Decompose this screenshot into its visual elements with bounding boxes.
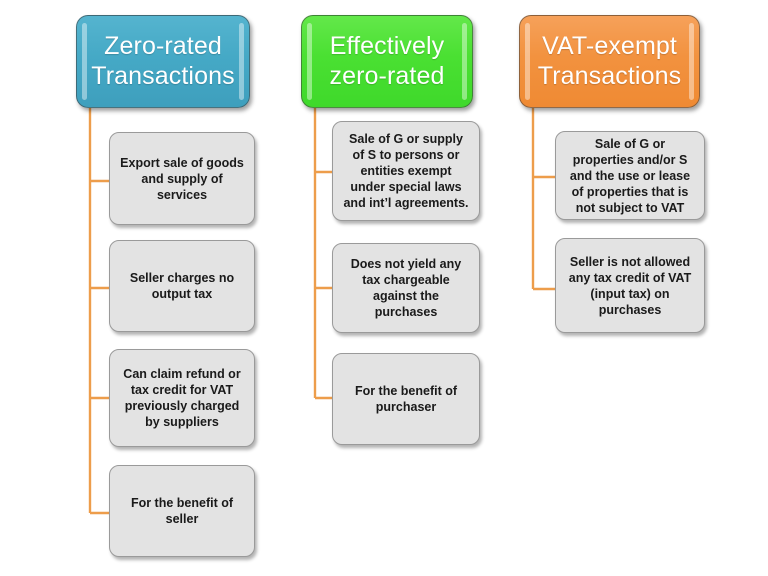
header-zero-rated[interactable]: Zero-rated Transactions xyxy=(76,15,250,108)
node-vat-exempt-2[interactable]: Seller is not allowed any tax credit of … xyxy=(555,238,705,333)
node-vat-exempt-2-label: Seller is not allowed any tax credit of … xyxy=(568,254,692,317)
node-zero-rated-3-label: Can claim refund or tax credit for VAT p… xyxy=(123,367,241,429)
connector-group-vat-exempt xyxy=(531,107,556,291)
header-vat-exempt[interactable]: VAT-exempt Transactions xyxy=(519,15,700,108)
node-zero-rated-3[interactable]: Can claim refund or tax credit for VAT p… xyxy=(109,349,255,447)
connector-group-zero-rated xyxy=(88,107,110,515)
node-zero-rated-2[interactable]: Seller charges no output tax xyxy=(109,240,255,332)
header-effectively-zero-rated[interactable]: Effectively zero-rated xyxy=(301,15,473,108)
node-zero-rated-1[interactable]: Export sale of goods and supply of servi… xyxy=(109,132,255,225)
node-effectively-zero-rated-3-label: For the benefit of purchaser xyxy=(354,384,458,414)
header-zero-rated-label: Zero-rated Transactions xyxy=(91,32,235,90)
node-effectively-zero-rated-2-label: Does not yield any tax chargeable agains… xyxy=(350,257,462,319)
connector-group-effectively-zero-rated xyxy=(313,107,333,400)
header-vat-exempt-label: VAT-exempt Transactions xyxy=(537,32,682,90)
node-zero-rated-1-label: Export sale of goods and supply of servi… xyxy=(120,155,244,202)
node-zero-rated-2-label: Seller charges no output tax xyxy=(129,271,235,301)
node-effectively-zero-rated-3[interactable]: For the benefit of purchaser xyxy=(332,353,480,445)
header-effectively-zero-rated-label: Effectively zero-rated xyxy=(329,32,445,90)
node-vat-exempt-1[interactable]: Sale of G or properties and/or S and the… xyxy=(555,131,705,220)
node-vat-exempt-1-label: Sale of G or properties and/or S and the… xyxy=(569,136,691,215)
node-zero-rated-4-label: For the benefit of seller xyxy=(130,496,234,526)
node-effectively-zero-rated-2[interactable]: Does not yield any tax chargeable agains… xyxy=(332,243,480,333)
node-effectively-zero-rated-1[interactable]: Sale of G or supply of S to persons or e… xyxy=(332,121,480,221)
node-zero-rated-4[interactable]: For the benefit of seller xyxy=(109,465,255,557)
node-effectively-zero-rated-1-label: Sale of G or supply of S to persons or e… xyxy=(343,132,469,210)
